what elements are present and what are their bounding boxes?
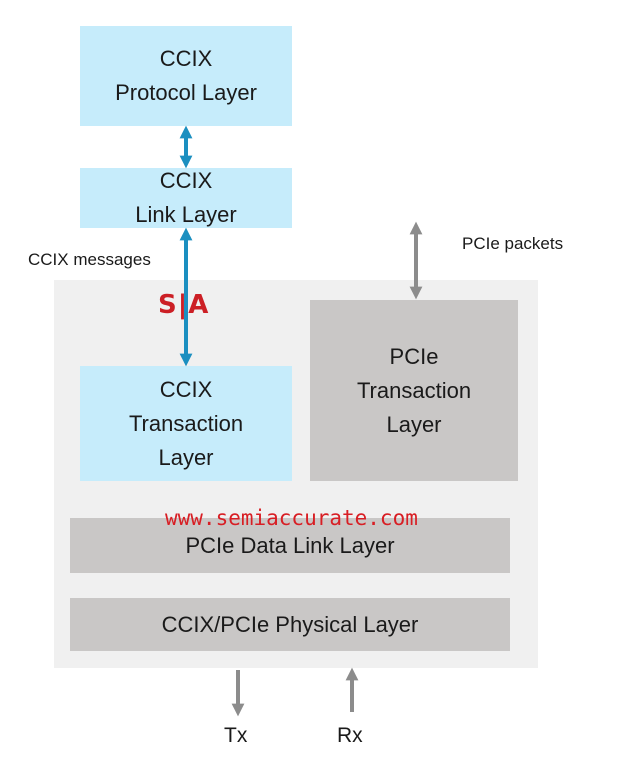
tx-label: Tx xyxy=(224,724,248,747)
watermark-url: www.semiaccurate.com xyxy=(165,506,418,530)
ccix-link-layer-label: CCIX Link Layer xyxy=(135,168,237,227)
pcie-transaction-layer-label: PCIe Transaction Layer xyxy=(356,343,472,437)
pcie-data-link-layer: PCIe Data Link Layer xyxy=(70,518,510,573)
ccix-protocol-layer: CCIX Protocol Layer xyxy=(80,26,292,126)
rx-label: Rx xyxy=(337,724,363,747)
ccix-transaction-layer: CCIX Transaction Layer xyxy=(80,366,292,481)
physical-layer-label: CCIX/PCIe Physical Layer xyxy=(161,611,419,637)
pcie-packets-label: PCIe packets xyxy=(462,234,564,253)
physical-layer: CCIX/PCIe Physical Layer xyxy=(70,598,510,651)
ccix-messages-label: CCIX messages xyxy=(28,250,151,269)
ccix-link-layer: CCIX Link Layer xyxy=(80,168,292,228)
ccix-transaction-layer-label: CCIX Transaction Layer xyxy=(128,376,244,470)
pcie-transaction-layer: PCIe Transaction Layer xyxy=(310,300,518,481)
watermark-logo: S|A xyxy=(158,290,210,320)
ccix-protocol-layer-label: CCIX Protocol Layer xyxy=(115,46,257,105)
pcie-data-link-layer-label: PCIe Data Link Layer xyxy=(185,532,395,558)
